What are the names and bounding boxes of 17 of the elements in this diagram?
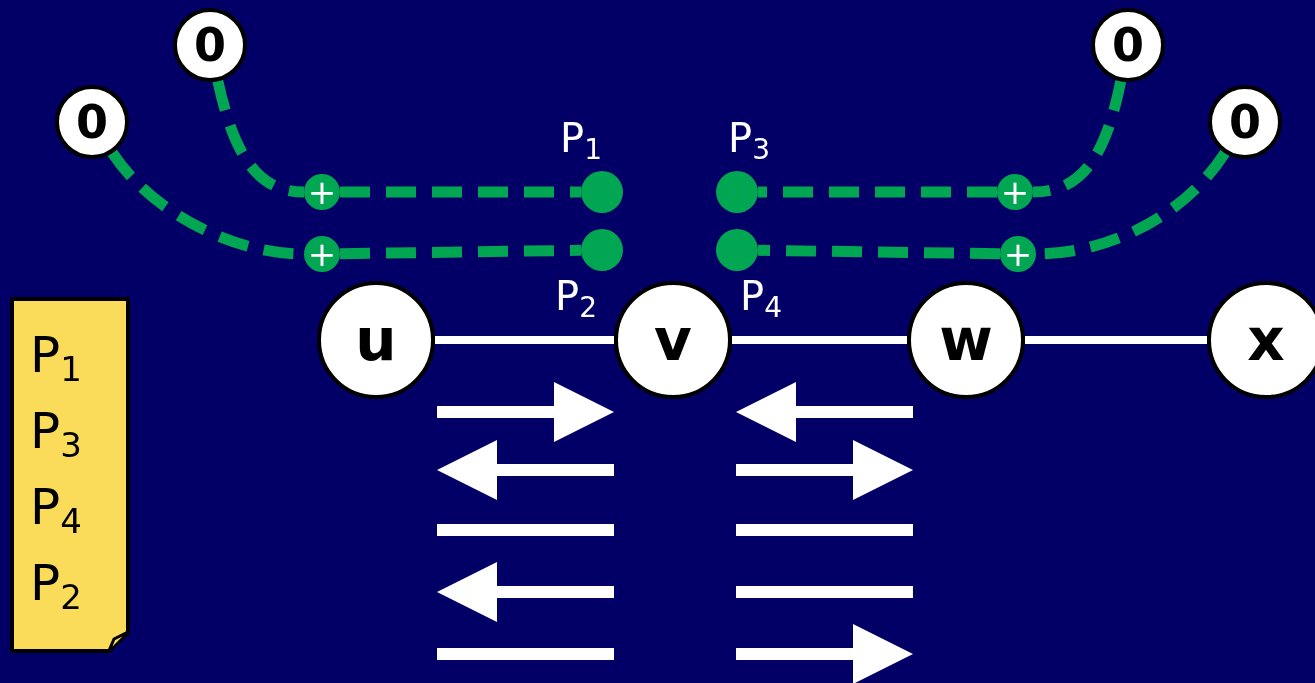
note-text: P$_{3}$: [30, 401, 83, 467]
sticky-note: [10, 297, 130, 653]
graph-edge: [1025, 336, 1207, 344]
dashed-path: [1032, 80, 1127, 198]
dashed-path: [340, 186, 581, 198]
dashed-path: [339, 244, 582, 260]
point-label: P$_{1}$: [560, 118, 602, 158]
note-text: P$_{4}$: [30, 477, 83, 543]
point-label: P$_{3}$: [728, 118, 770, 158]
note-text: P$_{2}$: [30, 553, 83, 619]
graph-edge: [435, 336, 614, 344]
graph-edge: [732, 336, 907, 344]
point-label: P$_{2}$: [555, 276, 597, 316]
note-text: P$_{1}$: [30, 325, 83, 391]
dashed-path: [757, 244, 1001, 260]
point-label: P$_{4}$: [740, 276, 782, 316]
dashed-path: [758, 186, 997, 198]
